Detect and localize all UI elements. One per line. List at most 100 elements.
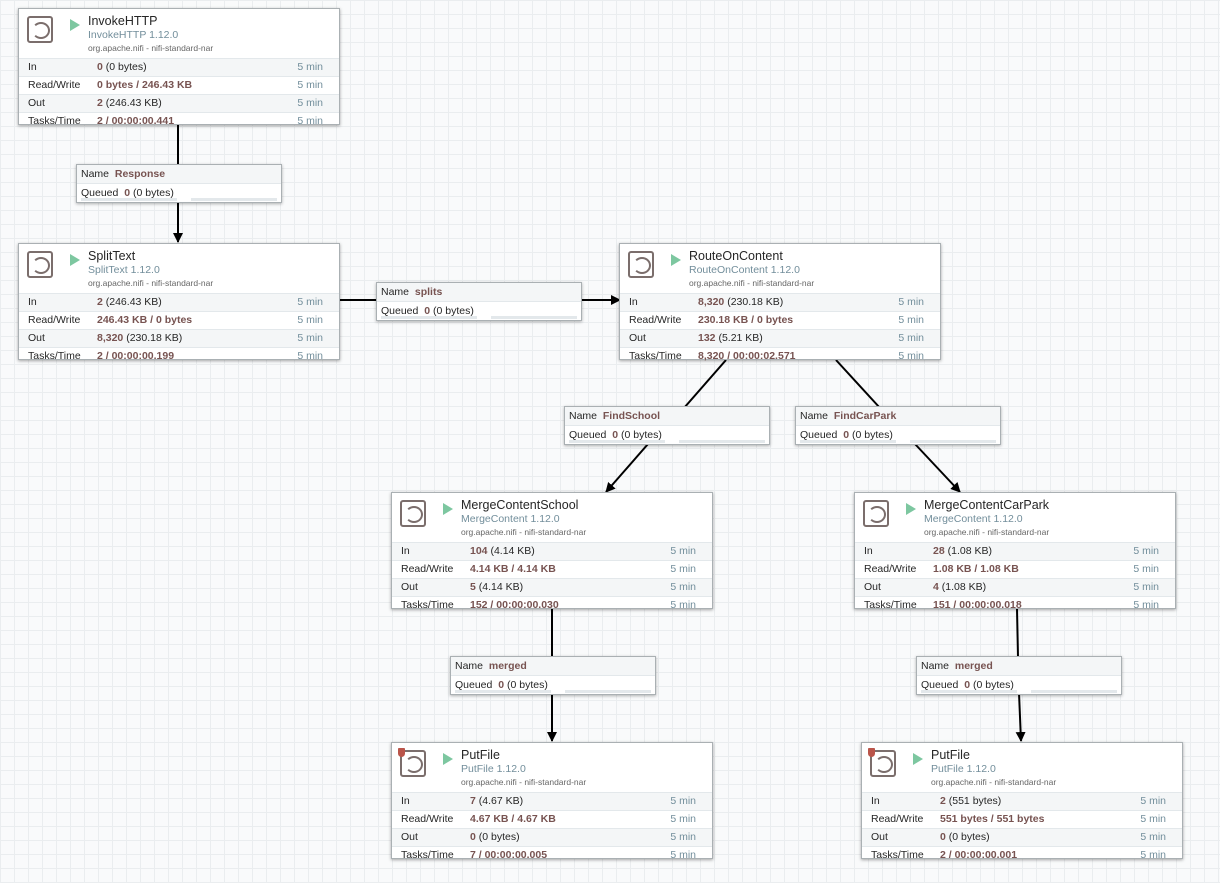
connection-queued-row: Queued 0 (0 bytes)	[917, 676, 1121, 694]
connection-name-row: Name FindSchool	[565, 407, 769, 426]
running-icon	[443, 503, 453, 515]
processor-icon	[27, 16, 53, 43]
connection-findschool[interactable]: Name FindSchool Queued 0 (0 bytes)	[564, 406, 770, 445]
connection-name: merged	[488, 660, 527, 672]
processor-type: PutFile 1.12.0	[461, 763, 526, 775]
connection-findcarpark[interactable]: Name FindCarPark Queued 0 (0 bytes)	[795, 406, 1001, 445]
stat-out: Out 2 (246.43 KB) 5 min	[19, 94, 339, 112]
stat-count: 0	[940, 831, 946, 843]
connection-name-label: Name	[569, 410, 598, 422]
stat-value: 5 (4.14 KB)	[470, 579, 523, 596]
processor-name: MergeContentCarPark	[924, 498, 1050, 512]
stat-window: 5 min	[670, 813, 696, 825]
stat-in: In 8,320 (230.18 KB) 5 min	[620, 293, 940, 311]
stat-count: 2	[97, 97, 103, 109]
running-icon	[671, 254, 681, 266]
stat-window: 5 min	[670, 563, 696, 575]
link-route-findschool	[683, 359, 727, 409]
connection-queued-size: (0 bytes)	[970, 679, 1014, 691]
connection-merged-carpark[interactable]: Name merged Queued 0 (0 bytes)	[916, 656, 1122, 695]
stat-in: In 104 (4.14 KB) 5 min	[392, 542, 712, 560]
stat-label: Out	[401, 581, 418, 593]
queue-size-bar	[679, 440, 765, 443]
processor-type: MergeContent 1.12.0	[924, 513, 1023, 525]
connection-queued-size: (0 bytes)	[504, 679, 548, 691]
stat-size: (1.08 KB)	[938, 581, 987, 593]
stat-count: 8,320 / 00:00:02.571	[698, 350, 796, 362]
processor-name: RouteOnContent	[689, 249, 783, 263]
stat-window: 5 min	[1140, 795, 1166, 807]
stat-window: 5 min	[1140, 813, 1166, 825]
processor-name: SplitText	[88, 249, 136, 263]
processor-mergecontentcarpark[interactable]: MergeContentCarPark MergeContent 1.12.0 …	[854, 492, 1176, 611]
stat-size: (4.14 KB)	[475, 581, 524, 593]
processor-putfile-school[interactable]: PutFile PutFile 1.12.0 org.apache.nifi -…	[391, 742, 713, 861]
stat-label: Read/Write	[28, 314, 81, 326]
queue-size-bar	[191, 198, 277, 201]
stat-label: Out	[871, 831, 888, 843]
processor-putfile-carpark[interactable]: PutFile PutFile 1.12.0 org.apache.nifi -…	[861, 742, 1183, 861]
stat-in: In 7 (4.67 KB) 5 min	[392, 792, 712, 810]
connection-queued-row: Queued 0 (0 bytes)	[796, 426, 1000, 444]
stat-window: 5 min	[670, 831, 696, 843]
connection-queued-label: Queued	[381, 305, 419, 317]
stat-window: 5 min	[297, 115, 323, 127]
processor-type: RouteOnContent 1.12.0	[689, 264, 800, 276]
connection-queued-row: Queued 0 (0 bytes)	[451, 676, 655, 694]
stat-out: Out 4 (1.08 KB) 5 min	[855, 578, 1175, 596]
stat-window: 5 min	[297, 97, 323, 109]
stat-label: Tasks/Time	[28, 115, 81, 127]
stat-value: 8,320 (230.18 KB)	[97, 330, 182, 347]
processor-mergecontentschool[interactable]: MergeContentSchool MergeContent 1.12.0 o…	[391, 492, 713, 611]
queue-count-bar	[455, 690, 551, 693]
connection-splits[interactable]: Name splits Queued 0 (0 bytes)	[376, 282, 582, 321]
processor-bundle: org.apache.nifi - nifi-standard-nar	[88, 43, 214, 53]
connection-queued-label: Queued	[455, 679, 493, 691]
stat-size: (0 bytes)	[475, 831, 520, 843]
stat-readwrite: Read/Write 246.43 KB / 0 bytes 5 min	[19, 311, 339, 329]
stat-count: 2 / 00:00:00.441	[97, 115, 175, 127]
stat-window: 5 min	[898, 314, 924, 326]
restricted-icon	[868, 748, 875, 757]
link-mergecarpark-merged	[1016, 608, 1019, 658]
stat-window: 5 min	[1133, 545, 1159, 557]
processor-header: RouteOnContent RouteOnContent 1.12.0 org…	[620, 244, 940, 293]
stat-readwrite: Read/Write 0 bytes / 246.43 KB 5 min	[19, 76, 339, 94]
stat-size: (246.43 KB)	[102, 97, 162, 109]
stat-window: 5 min	[297, 332, 323, 344]
processor-splittext[interactable]: SplitText SplitText 1.12.0 org.apache.ni…	[18, 243, 340, 362]
processor-bundle: org.apache.nifi - nifi-standard-nar	[924, 527, 1050, 537]
processor-header: SplitText SplitText 1.12.0 org.apache.ni…	[19, 244, 339, 293]
processor-type: PutFile 1.12.0	[931, 763, 996, 775]
stat-window: 5 min	[297, 79, 323, 91]
processor-bundle: org.apache.nifi - nifi-standard-nar	[931, 777, 1057, 787]
connection-name-row: Name FindCarPark	[796, 407, 1000, 426]
stat-value: 2 / 00:00:00.001	[940, 847, 1017, 864]
queue-count-bar	[381, 316, 477, 319]
queue-count-bar	[81, 198, 177, 201]
queue-size-bar	[910, 440, 996, 443]
processor-routeoncontent[interactable]: RouteOnContent RouteOnContent 1.12.0 org…	[619, 243, 941, 362]
connection-name-row: Name merged	[451, 657, 655, 676]
stat-window: 5 min	[297, 61, 323, 73]
stat-readwrite: Read/Write 230.18 KB / 0 bytes 5 min	[620, 311, 940, 329]
stat-out: Out 8,320 (230.18 KB) 5 min	[19, 329, 339, 347]
processor-type: SplitText 1.12.0	[88, 264, 160, 276]
stat-readwrite: Read/Write 551 bytes / 551 bytes 5 min	[862, 810, 1182, 828]
stat-value: 2 / 00:00:00.441	[97, 113, 174, 130]
stat-value: 0 (0 bytes)	[97, 59, 147, 76]
connection-merged-school[interactable]: Name merged Queued 0 (0 bytes)	[450, 656, 656, 695]
stat-value: 2 (246.43 KB)	[97, 294, 162, 311]
running-icon	[70, 19, 80, 31]
connection-queued-label: Queued	[800, 429, 838, 441]
connection-queued-count: 0	[498, 679, 505, 691]
stat-in: In 28 (1.08 KB) 5 min	[855, 542, 1175, 560]
stat-value: 246.43 KB / 0 bytes	[97, 312, 192, 329]
stat-tasks: Tasks/Time 2 / 00:00:00.199 5 min	[19, 347, 339, 365]
connection-name-row: Name merged	[917, 657, 1121, 676]
stat-count: 1.08 KB / 1.08 KB	[933, 563, 1019, 575]
stat-value: 2 (551 bytes)	[940, 793, 1001, 810]
connection-response[interactable]: Name Response Queued 0 (0 bytes)	[76, 164, 282, 203]
processor-invokehttp[interactable]: InvokeHTTP InvokeHTTP 1.12.0 org.apache.…	[18, 8, 340, 127]
